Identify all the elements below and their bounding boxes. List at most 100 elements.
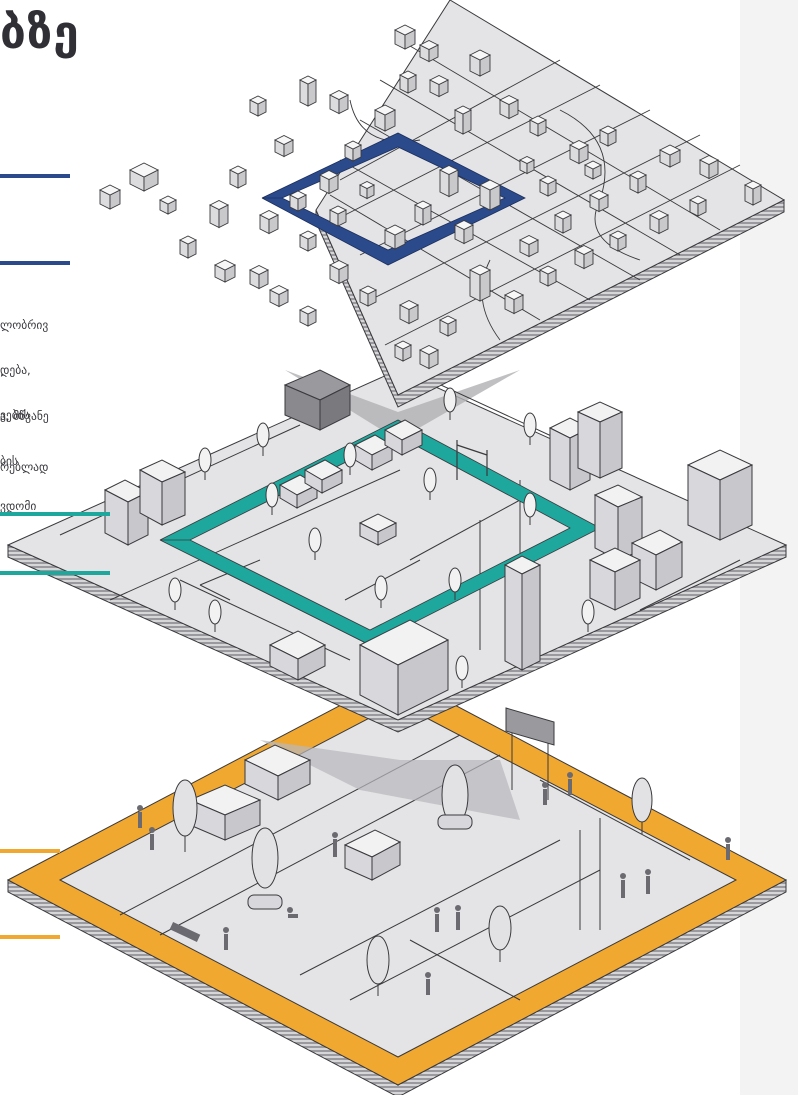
description-line: ა, მწვანე	[0, 409, 49, 423]
tree	[308, 527, 322, 560]
city-building	[228, 165, 248, 189]
city-building	[438, 315, 458, 337]
district-building	[686, 449, 754, 541]
city-building	[428, 74, 450, 98]
city-building	[208, 199, 230, 229]
city-building	[418, 39, 440, 63]
street-block	[243, 744, 312, 801]
city-building	[398, 70, 418, 94]
tree	[256, 422, 270, 456]
tree	[455, 655, 469, 688]
tree	[423, 467, 437, 500]
tree	[523, 412, 537, 445]
city-highlight-ring	[261, 132, 526, 266]
city-building	[453, 105, 473, 135]
district-building	[303, 459, 344, 494]
city-building	[628, 170, 648, 194]
district-building	[138, 459, 187, 526]
city-building	[258, 209, 280, 235]
city-building	[373, 104, 397, 132]
city-building	[273, 134, 295, 158]
tree	[437, 764, 473, 830]
city-building	[288, 190, 308, 212]
city-building	[328, 89, 350, 115]
signpost	[456, 440, 488, 480]
city-building	[358, 285, 378, 307]
description-line: ბის	[0, 454, 18, 468]
city-building	[393, 24, 417, 50]
street-layer	[6, 674, 788, 1095]
person	[137, 772, 731, 995]
district-building	[588, 547, 642, 611]
tree	[374, 575, 388, 608]
description-paragraph-1: ლობრივ დება, ვების	[0, 288, 120, 438]
district-building	[383, 419, 424, 456]
page-title: ბზე	[0, 5, 80, 59]
city-building	[608, 230, 628, 252]
city-building	[518, 155, 536, 175]
city-building	[573, 244, 595, 270]
street-layer-leader-bottom	[0, 935, 60, 939]
city-building	[468, 264, 492, 302]
district-building	[576, 401, 624, 479]
city-building	[568, 139, 590, 165]
tree	[208, 599, 222, 632]
city-building	[498, 94, 520, 120]
description-line: რებლად	[0, 460, 49, 474]
district-building	[503, 555, 542, 671]
description-line: დება,	[0, 363, 31, 377]
city-building	[453, 219, 475, 245]
tree	[523, 492, 537, 525]
city-building	[318, 169, 340, 195]
city-building	[298, 305, 318, 327]
billboard	[505, 707, 555, 800]
tree	[168, 577, 182, 610]
district-building	[353, 434, 394, 471]
city-building	[248, 264, 270, 290]
city-building	[343, 140, 363, 162]
tree	[198, 447, 212, 480]
city-building	[178, 235, 198, 259]
description-line: ,	[0, 364, 4, 378]
city-layer-leader-top	[0, 174, 70, 178]
city-building	[393, 340, 413, 362]
description-paragraph-2: , ა, მწვანე ბის ვდომი	[0, 334, 120, 529]
city-building	[398, 299, 420, 325]
city-building	[213, 259, 237, 283]
city-building	[553, 210, 573, 234]
district-layer	[6, 369, 788, 733]
tree	[343, 442, 357, 475]
city-layer-leader-bottom	[0, 261, 70, 265]
tree	[265, 482, 279, 515]
city-building	[158, 195, 178, 215]
city-building	[743, 180, 763, 206]
city-building	[518, 234, 540, 258]
street-layer-leader-top	[0, 849, 60, 853]
city-building	[598, 125, 618, 147]
district-building	[358, 513, 398, 546]
city-building	[98, 184, 122, 210]
city-building	[298, 75, 318, 107]
city-building	[418, 344, 440, 370]
city-building	[478, 179, 502, 211]
street-layer-surface	[58, 702, 738, 1058]
description-line: ლობრივ	[0, 318, 49, 332]
district-building	[283, 369, 352, 431]
city-building	[698, 154, 720, 180]
district-building	[593, 484, 644, 561]
description-paragraph-3: რებლად .	[0, 430, 120, 535]
district-building	[268, 630, 327, 681]
city-building	[648, 209, 670, 235]
tree	[443, 387, 457, 420]
tree	[488, 905, 512, 962]
city-building	[538, 175, 558, 197]
tree	[247, 827, 283, 910]
city-building	[583, 160, 603, 180]
city-building	[328, 205, 348, 227]
city-layer-surface	[315, 0, 786, 396]
city-building	[658, 144, 682, 168]
description-line: ვების	[0, 408, 30, 422]
city-layer	[261, 0, 786, 408]
tree	[448, 567, 462, 600]
